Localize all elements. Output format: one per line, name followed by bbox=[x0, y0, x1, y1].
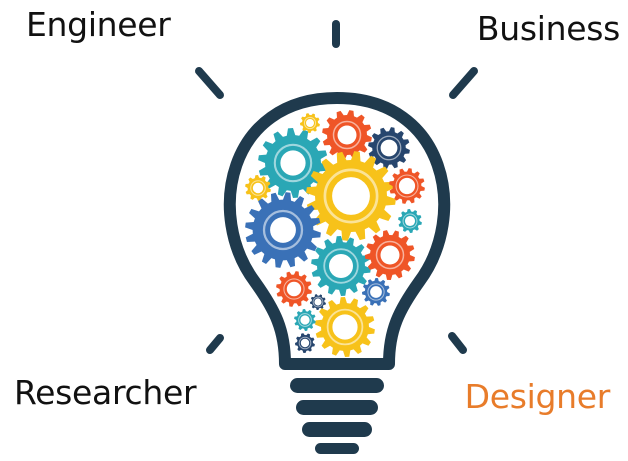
lightbulb-icon bbox=[223, 92, 451, 370]
gear-icon bbox=[294, 309, 316, 331]
gear-icon bbox=[306, 151, 396, 241]
light-rays bbox=[195, 20, 478, 354]
gear-hole bbox=[314, 298, 322, 306]
gear-icon bbox=[311, 236, 371, 296]
gear-ring bbox=[312, 296, 324, 308]
gear-ring bbox=[402, 213, 418, 229]
gear-hole bbox=[332, 177, 370, 215]
light-ray-icon bbox=[449, 67, 478, 99]
gear-ring bbox=[298, 313, 312, 327]
gear-icon bbox=[258, 128, 328, 198]
gear-ring bbox=[262, 209, 304, 251]
gear-hole bbox=[380, 245, 400, 265]
gear-ring bbox=[283, 278, 305, 300]
gear-hole bbox=[370, 286, 382, 298]
gear-ring bbox=[273, 143, 313, 183]
gear-ring bbox=[298, 336, 312, 350]
label-researcher: Researcher bbox=[14, 373, 197, 412]
light-ray-icon bbox=[206, 334, 224, 354]
gear-ring bbox=[376, 135, 402, 161]
gear-icon bbox=[322, 110, 372, 160]
lightbulb-base bbox=[290, 378, 384, 454]
gear-ring bbox=[326, 308, 364, 346]
gear-ring bbox=[395, 174, 419, 198]
gear-ring bbox=[323, 168, 379, 224]
gear-hole bbox=[337, 125, 357, 145]
gear-hole bbox=[252, 182, 264, 194]
gear-ring bbox=[332, 120, 362, 150]
gear-hole bbox=[380, 139, 398, 157]
gear-hole bbox=[270, 217, 296, 243]
light-ray-icon bbox=[448, 332, 467, 354]
gear-icon bbox=[300, 113, 320, 133]
gear-icon bbox=[362, 278, 390, 306]
gear-icon bbox=[245, 192, 321, 268]
gear-hole bbox=[329, 254, 353, 278]
light-ray-icon bbox=[195, 67, 224, 99]
gear-cluster bbox=[245, 110, 425, 357]
gear-icon bbox=[368, 127, 410, 169]
gear-icon bbox=[389, 168, 425, 204]
gear-hole bbox=[300, 338, 310, 348]
gear-icon bbox=[365, 230, 415, 280]
label-business: Business bbox=[476, 9, 620, 48]
base-ring bbox=[302, 422, 372, 437]
gear-hole bbox=[286, 281, 302, 297]
base-ring bbox=[290, 378, 384, 393]
base-ring bbox=[296, 400, 378, 415]
gear-hole bbox=[280, 150, 306, 176]
gear-icon bbox=[398, 209, 422, 233]
gear-ring bbox=[367, 283, 385, 301]
gear-hole bbox=[306, 119, 314, 127]
gear-ring bbox=[250, 180, 266, 196]
gear-hole bbox=[300, 315, 310, 325]
base-tip bbox=[315, 443, 359, 454]
label-engineer: Engineer bbox=[26, 5, 171, 44]
gear-hole bbox=[332, 314, 358, 340]
gear-icon bbox=[276, 271, 312, 307]
gear-icon bbox=[310, 294, 326, 310]
gear-ring bbox=[323, 248, 359, 284]
label-designer: Designer bbox=[464, 377, 611, 416]
gear-ring bbox=[303, 116, 317, 130]
gear-icon bbox=[295, 333, 315, 353]
gear-icon bbox=[245, 175, 271, 201]
gear-ring bbox=[375, 240, 405, 270]
gear-icon bbox=[315, 297, 375, 357]
gear-hole bbox=[398, 177, 416, 195]
gear-hole bbox=[404, 215, 416, 227]
